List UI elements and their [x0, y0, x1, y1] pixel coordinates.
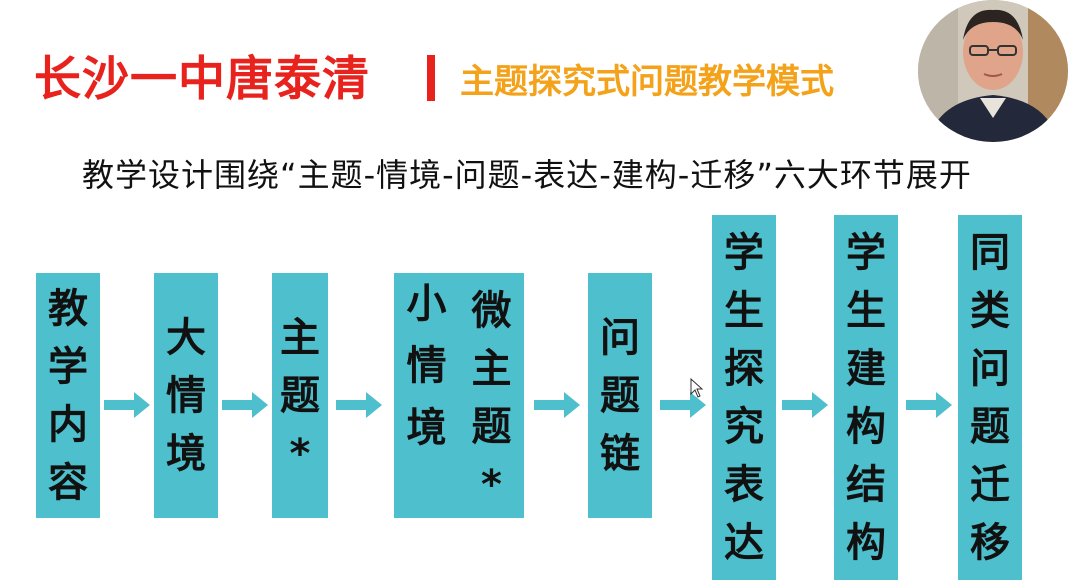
step-char: 教	[48, 285, 88, 332]
right-arrow-icon	[534, 392, 580, 418]
step-char: 学	[724, 229, 764, 276]
step-char: 移	[970, 519, 1010, 566]
step-char: 主	[471, 345, 512, 392]
step-box-big-situation: 大 情 境	[154, 273, 218, 518]
step-char: 达	[724, 519, 764, 566]
step-char: 题	[970, 403, 1010, 450]
right-arrow-icon	[660, 392, 706, 418]
right-arrow-icon	[906, 392, 952, 418]
step-box-small-situation-micro-theme: 小 情 境 微 主 题 *	[394, 273, 524, 518]
presenter-avatar	[918, 0, 1068, 142]
step-char: 建	[846, 345, 886, 392]
step-char: 题	[600, 372, 640, 419]
subtitle: 教学设计围绕“主题-情境-问题-表达-建构-迁移”六大环节展开	[82, 156, 972, 194]
step-box-theme: 主 题 *	[272, 273, 328, 518]
step-char: 境	[166, 430, 206, 477]
step-char: 情	[406, 342, 447, 389]
step-box-question-chain: 问 题 链	[588, 273, 652, 518]
step-char: 结	[846, 461, 886, 508]
right-arrow-icon	[222, 392, 268, 418]
step-char: 容	[48, 459, 88, 506]
step-char: 究	[724, 403, 764, 450]
step-char: *	[481, 461, 502, 508]
step-box-student-construct-structure: 学 生 建 构 结 构	[834, 215, 898, 580]
step-char: 表	[724, 461, 764, 508]
step-char: 微	[471, 287, 512, 334]
step-char: 学	[48, 343, 88, 390]
step-box-student-inquiry-expression: 学 生 探 究 表 达	[712, 215, 776, 580]
step-char: 内	[48, 401, 88, 448]
step-box-similar-problem-transfer: 同 类 问 题 迁 移	[958, 215, 1022, 580]
step-char: 生	[846, 287, 886, 334]
mouse-pointer-icon	[690, 377, 704, 402]
step-char: *	[289, 430, 311, 477]
step-char: 问	[970, 345, 1010, 392]
step-char: 大	[166, 314, 206, 361]
title-divider	[427, 55, 435, 101]
step-char: 问	[600, 314, 640, 361]
step-char: 类	[970, 287, 1010, 334]
right-arrow-icon	[104, 392, 150, 418]
step-char: 迁	[970, 461, 1010, 508]
step-char: 学	[846, 229, 886, 276]
step-char: 主	[280, 314, 320, 361]
title-sub: 主题探究式问题教学模式	[460, 62, 834, 102]
step-char: 题	[280, 372, 320, 419]
step-char: 构	[846, 403, 886, 450]
title-main: 长沙一中唐泰清	[34, 52, 370, 107]
step-char: 链	[600, 430, 640, 477]
right-arrow-icon	[336, 392, 382, 418]
step-char: 小	[406, 280, 447, 327]
step-char: 生	[724, 287, 764, 334]
step-char: 同	[970, 229, 1010, 276]
step-char: 题	[471, 403, 512, 450]
right-arrow-icon	[782, 392, 828, 418]
step-char: 境	[406, 404, 447, 451]
step-box-teaching-content: 教 学 内 容	[36, 273, 100, 518]
step-char: 构	[846, 519, 886, 566]
step-char: 探	[724, 345, 764, 392]
step-char: 情	[166, 372, 206, 419]
